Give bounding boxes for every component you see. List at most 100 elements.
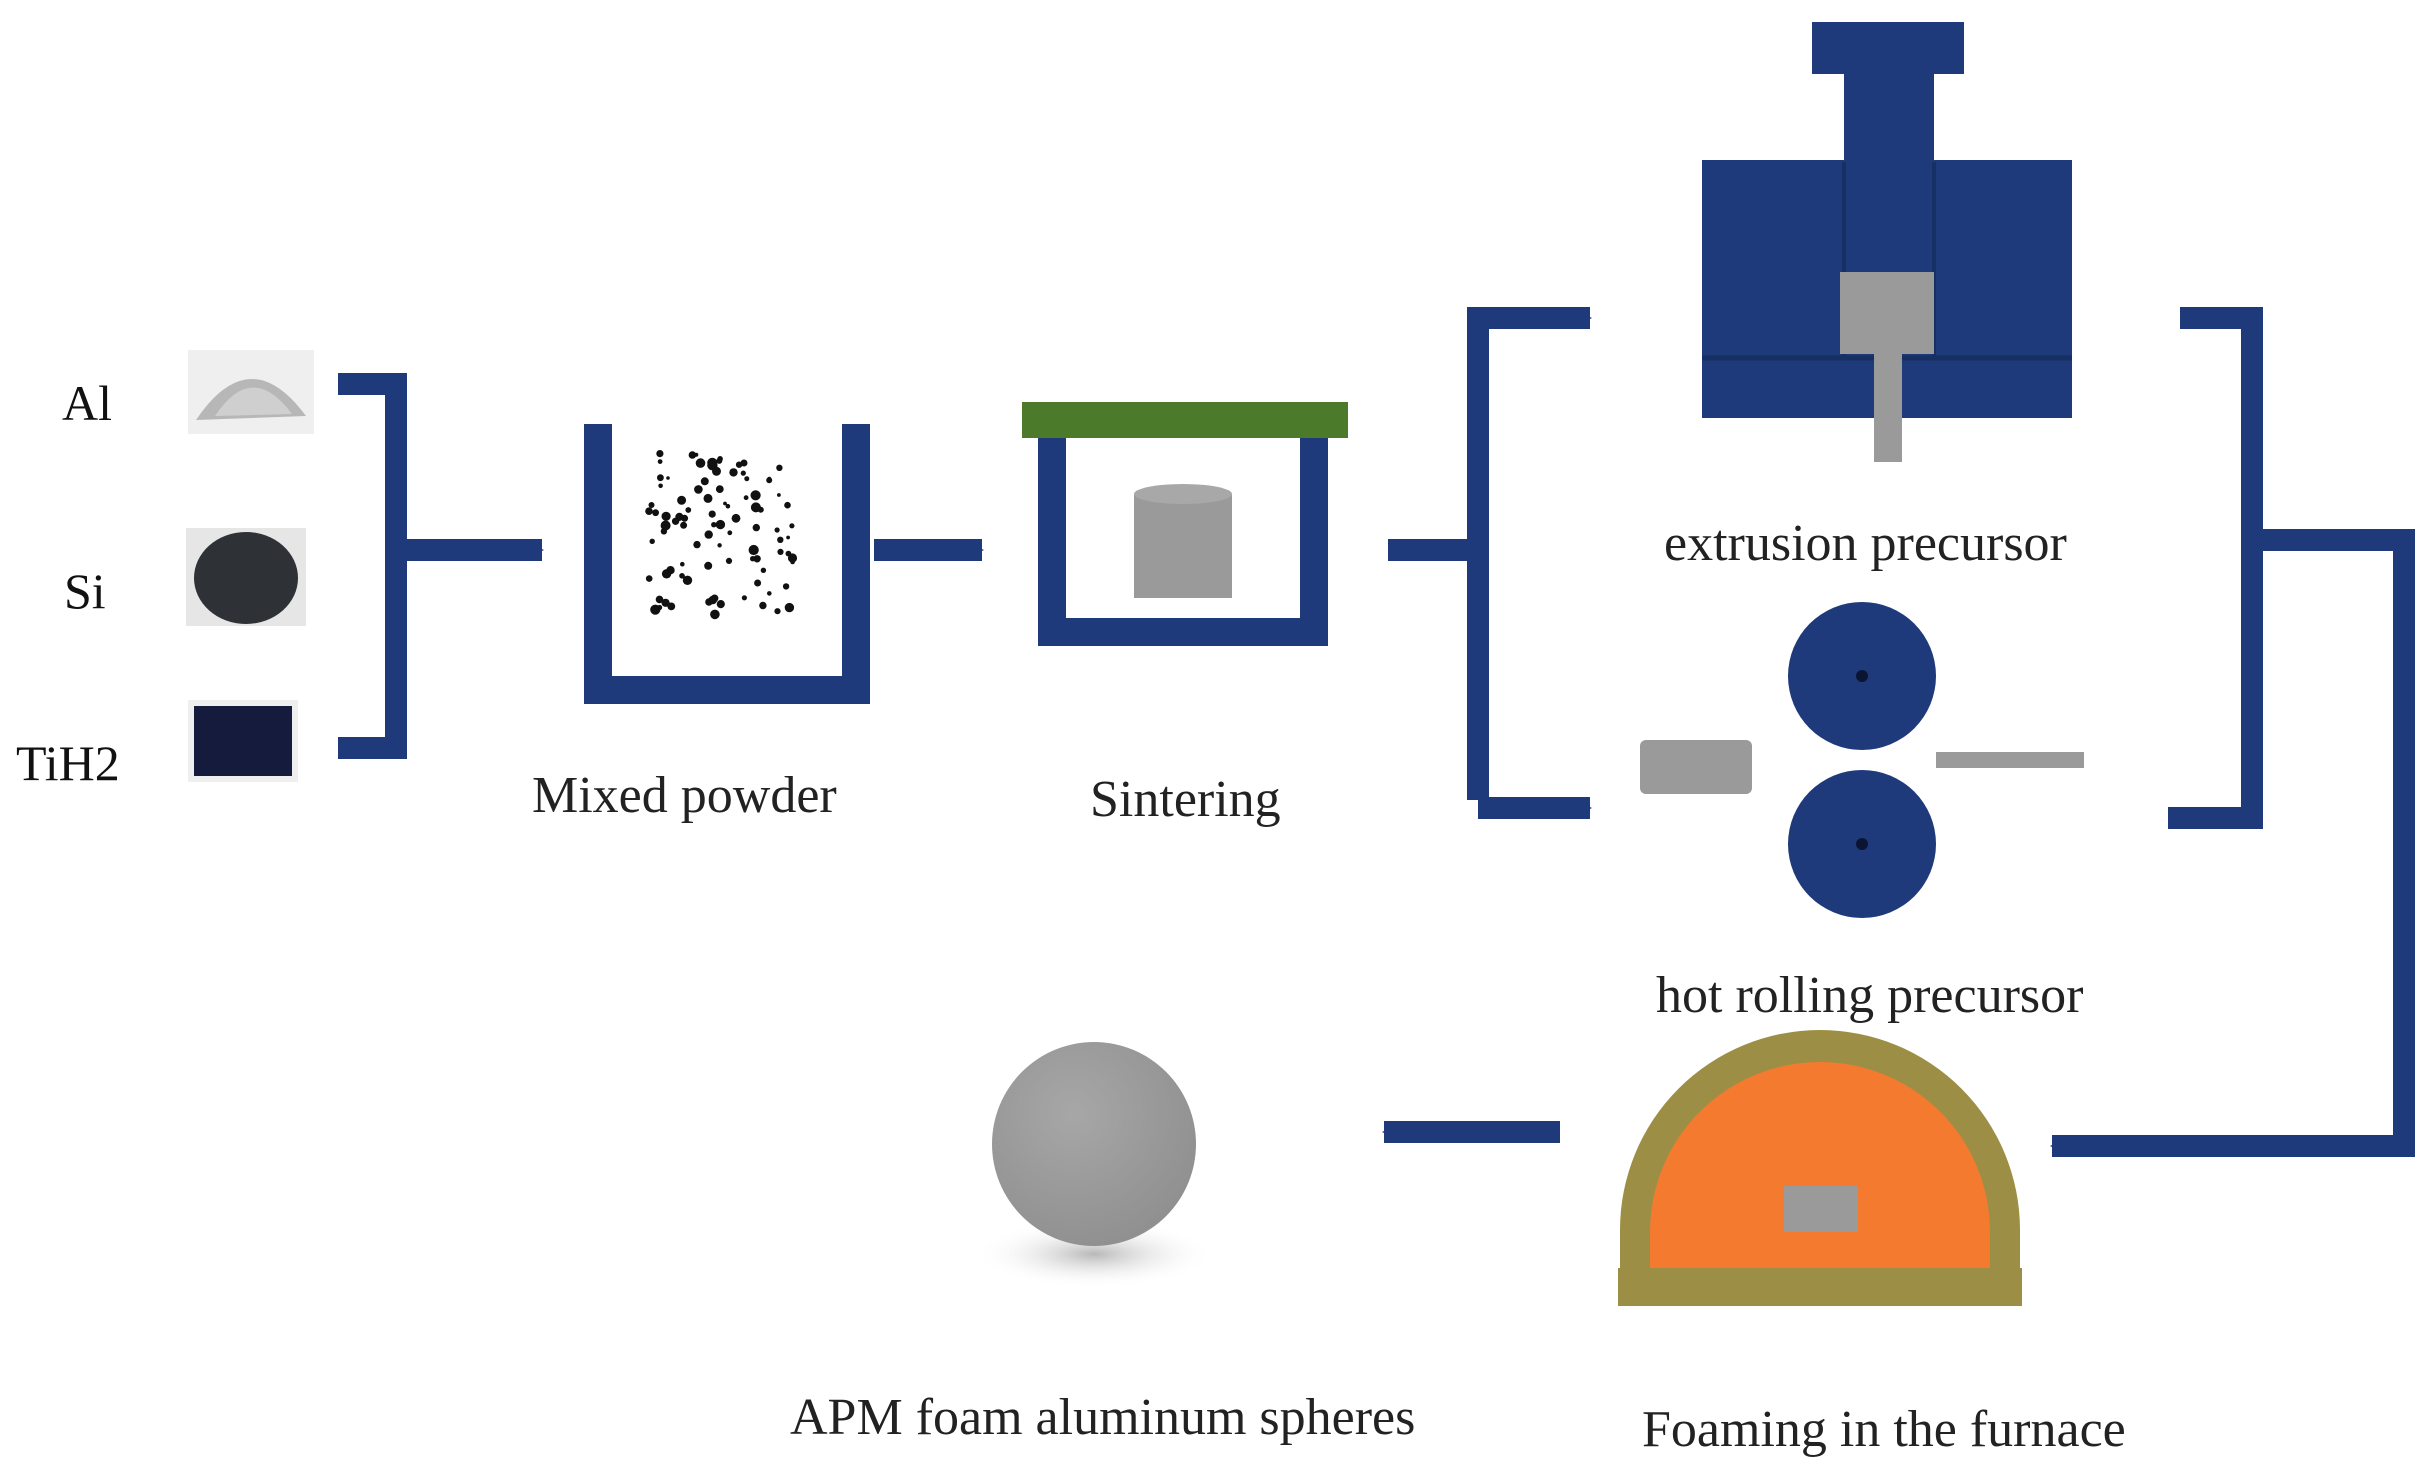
powder-dot xyxy=(717,543,722,548)
powder-dot xyxy=(680,561,685,567)
extrusion-press-icon xyxy=(1702,22,2072,462)
powder-dot xyxy=(776,464,783,471)
sintering-box-icon xyxy=(1022,402,1348,646)
powder-dot xyxy=(656,450,664,458)
powder-dot xyxy=(680,521,688,529)
si-label: Si xyxy=(64,563,106,619)
powder-dot xyxy=(648,502,655,508)
powder-dot xyxy=(695,458,706,468)
tih2-powder-swatch xyxy=(188,700,298,782)
powder-dot xyxy=(645,507,653,515)
powder-dot xyxy=(741,595,748,601)
powder-dot xyxy=(661,598,670,607)
powder-dot xyxy=(661,511,671,521)
powder-dot xyxy=(703,493,713,503)
tih2-label: TiH2 xyxy=(16,735,120,791)
powder-dot xyxy=(682,575,693,585)
powder-dot xyxy=(750,556,756,562)
powder-dot xyxy=(657,459,663,464)
result-label: APM foam aluminum spheres xyxy=(790,1389,1416,1446)
al-powder-swatch xyxy=(188,350,314,434)
powder-dot xyxy=(678,514,683,519)
powder-dot xyxy=(704,530,713,539)
powder-dot xyxy=(784,602,795,613)
powder-dot xyxy=(777,548,784,556)
powder-dot xyxy=(712,466,721,476)
powder-dot xyxy=(694,452,699,457)
powder-dot xyxy=(774,608,781,615)
precursor-bracket xyxy=(2050,307,2415,1157)
powder-dot xyxy=(693,540,701,549)
powder-dot xyxy=(777,536,784,543)
powder-dot xyxy=(657,604,663,611)
extrusion-precursor-label: extrusion precursor xyxy=(1664,515,2067,572)
powder-dot xyxy=(754,579,762,587)
powder-dot xyxy=(708,510,716,518)
powder-dot xyxy=(752,523,760,532)
powder-dot xyxy=(748,544,759,556)
powder-dot xyxy=(782,583,790,590)
powder-dot xyxy=(774,527,780,533)
powder-dot xyxy=(753,555,761,563)
powder-dot xyxy=(694,485,703,494)
powder-dot xyxy=(786,535,790,540)
powder-dot xyxy=(716,457,723,464)
powder-dot xyxy=(723,501,727,506)
powder-dot xyxy=(667,602,676,611)
powder-dot xyxy=(645,575,653,582)
powder-dot xyxy=(679,573,685,579)
powder-dot xyxy=(750,490,761,501)
powder-dot xyxy=(731,513,741,523)
powder-dot xyxy=(715,485,724,493)
powder-dot xyxy=(740,470,746,476)
powder-dot xyxy=(710,609,720,620)
powder-dot xyxy=(711,522,717,528)
powder-dot xyxy=(759,601,767,610)
powder-dots xyxy=(645,450,798,620)
powder-dot xyxy=(700,477,709,486)
powder-dot xyxy=(704,561,713,570)
powder-dot xyxy=(705,598,713,606)
powder-dot xyxy=(789,523,795,529)
si-powder-swatch xyxy=(186,528,306,626)
powder-dot xyxy=(784,501,791,509)
powder-dot xyxy=(725,503,731,509)
powder-dot xyxy=(735,461,743,468)
powder-dot xyxy=(685,507,692,513)
powder-dot xyxy=(657,474,664,482)
powder-dot xyxy=(658,483,663,489)
mixed-powder-label: Mixed powder xyxy=(532,767,837,824)
sintering-label: Sintering xyxy=(1090,771,1281,828)
furnace-icon xyxy=(1618,1030,2022,1306)
inputs-bracket xyxy=(338,373,544,759)
hot-rolling-precursor-label: hot rolling precursor xyxy=(1656,967,2084,1024)
powder-dot xyxy=(766,477,773,484)
powder-dot xyxy=(727,530,733,536)
powder-dot xyxy=(688,451,697,459)
cup-icon xyxy=(584,424,870,704)
powder-dot xyxy=(716,600,725,609)
powder-dot xyxy=(660,528,668,535)
powder-dot xyxy=(649,538,655,544)
powder-dot xyxy=(681,514,689,522)
powder-dot xyxy=(677,495,687,505)
powder-dot xyxy=(660,520,671,531)
powder-dot xyxy=(743,495,749,501)
powder-dot xyxy=(652,509,659,517)
powder-dot xyxy=(744,476,750,482)
powder-dot xyxy=(790,559,795,565)
powder-dot xyxy=(661,569,672,579)
powder-dot xyxy=(750,502,761,513)
branch-arrows xyxy=(1388,307,1592,819)
powder-dot xyxy=(725,557,733,565)
al-label: Al xyxy=(62,375,112,431)
powder-dot xyxy=(760,567,767,573)
foaming-label: Foaming in the furnace xyxy=(1642,1401,2126,1458)
rollers-icon xyxy=(1640,602,2084,918)
powder-dot xyxy=(707,457,718,468)
powder-dot xyxy=(767,591,772,596)
powder-dot xyxy=(729,468,738,477)
powder-dot xyxy=(785,550,792,557)
powder-dot xyxy=(777,493,781,497)
